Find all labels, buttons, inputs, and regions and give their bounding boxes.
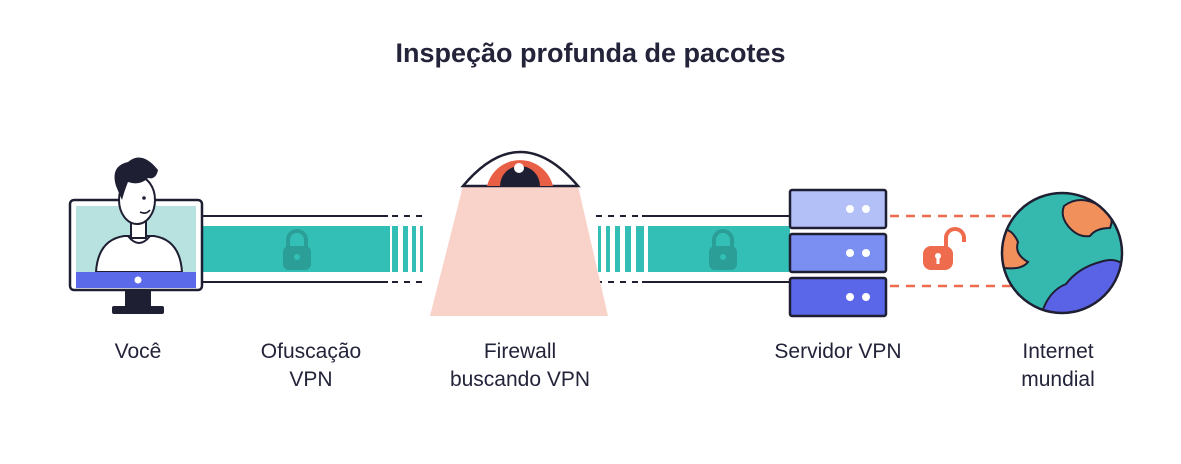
open-padlock-icon: [923, 227, 966, 270]
closed-padlock-icon: [709, 229, 737, 270]
label-server: Servidor VPN: [774, 340, 902, 363]
person-at-monitor-icon: [68, 157, 204, 314]
vpn-tunnel-to-server: [596, 215, 790, 283]
globe-icon: [1000, 191, 1124, 315]
closed-padlock-icon: [283, 229, 311, 270]
label-obfuscation: Ofuscação VPN: [260, 340, 362, 391]
label-you: Você: [114, 340, 162, 363]
unencrypted-connection: [890, 214, 1012, 288]
server-stack-icon: [788, 188, 888, 318]
label-internet: Internet mundial: [1021, 340, 1095, 391]
firewall-eye-icon: [430, 150, 608, 316]
page-title: Inspeção profunda de pacotes: [395, 38, 786, 68]
obfuscated-tunnel: [200, 215, 423, 283]
label-firewall: Firewall buscando VPN: [449, 340, 591, 391]
